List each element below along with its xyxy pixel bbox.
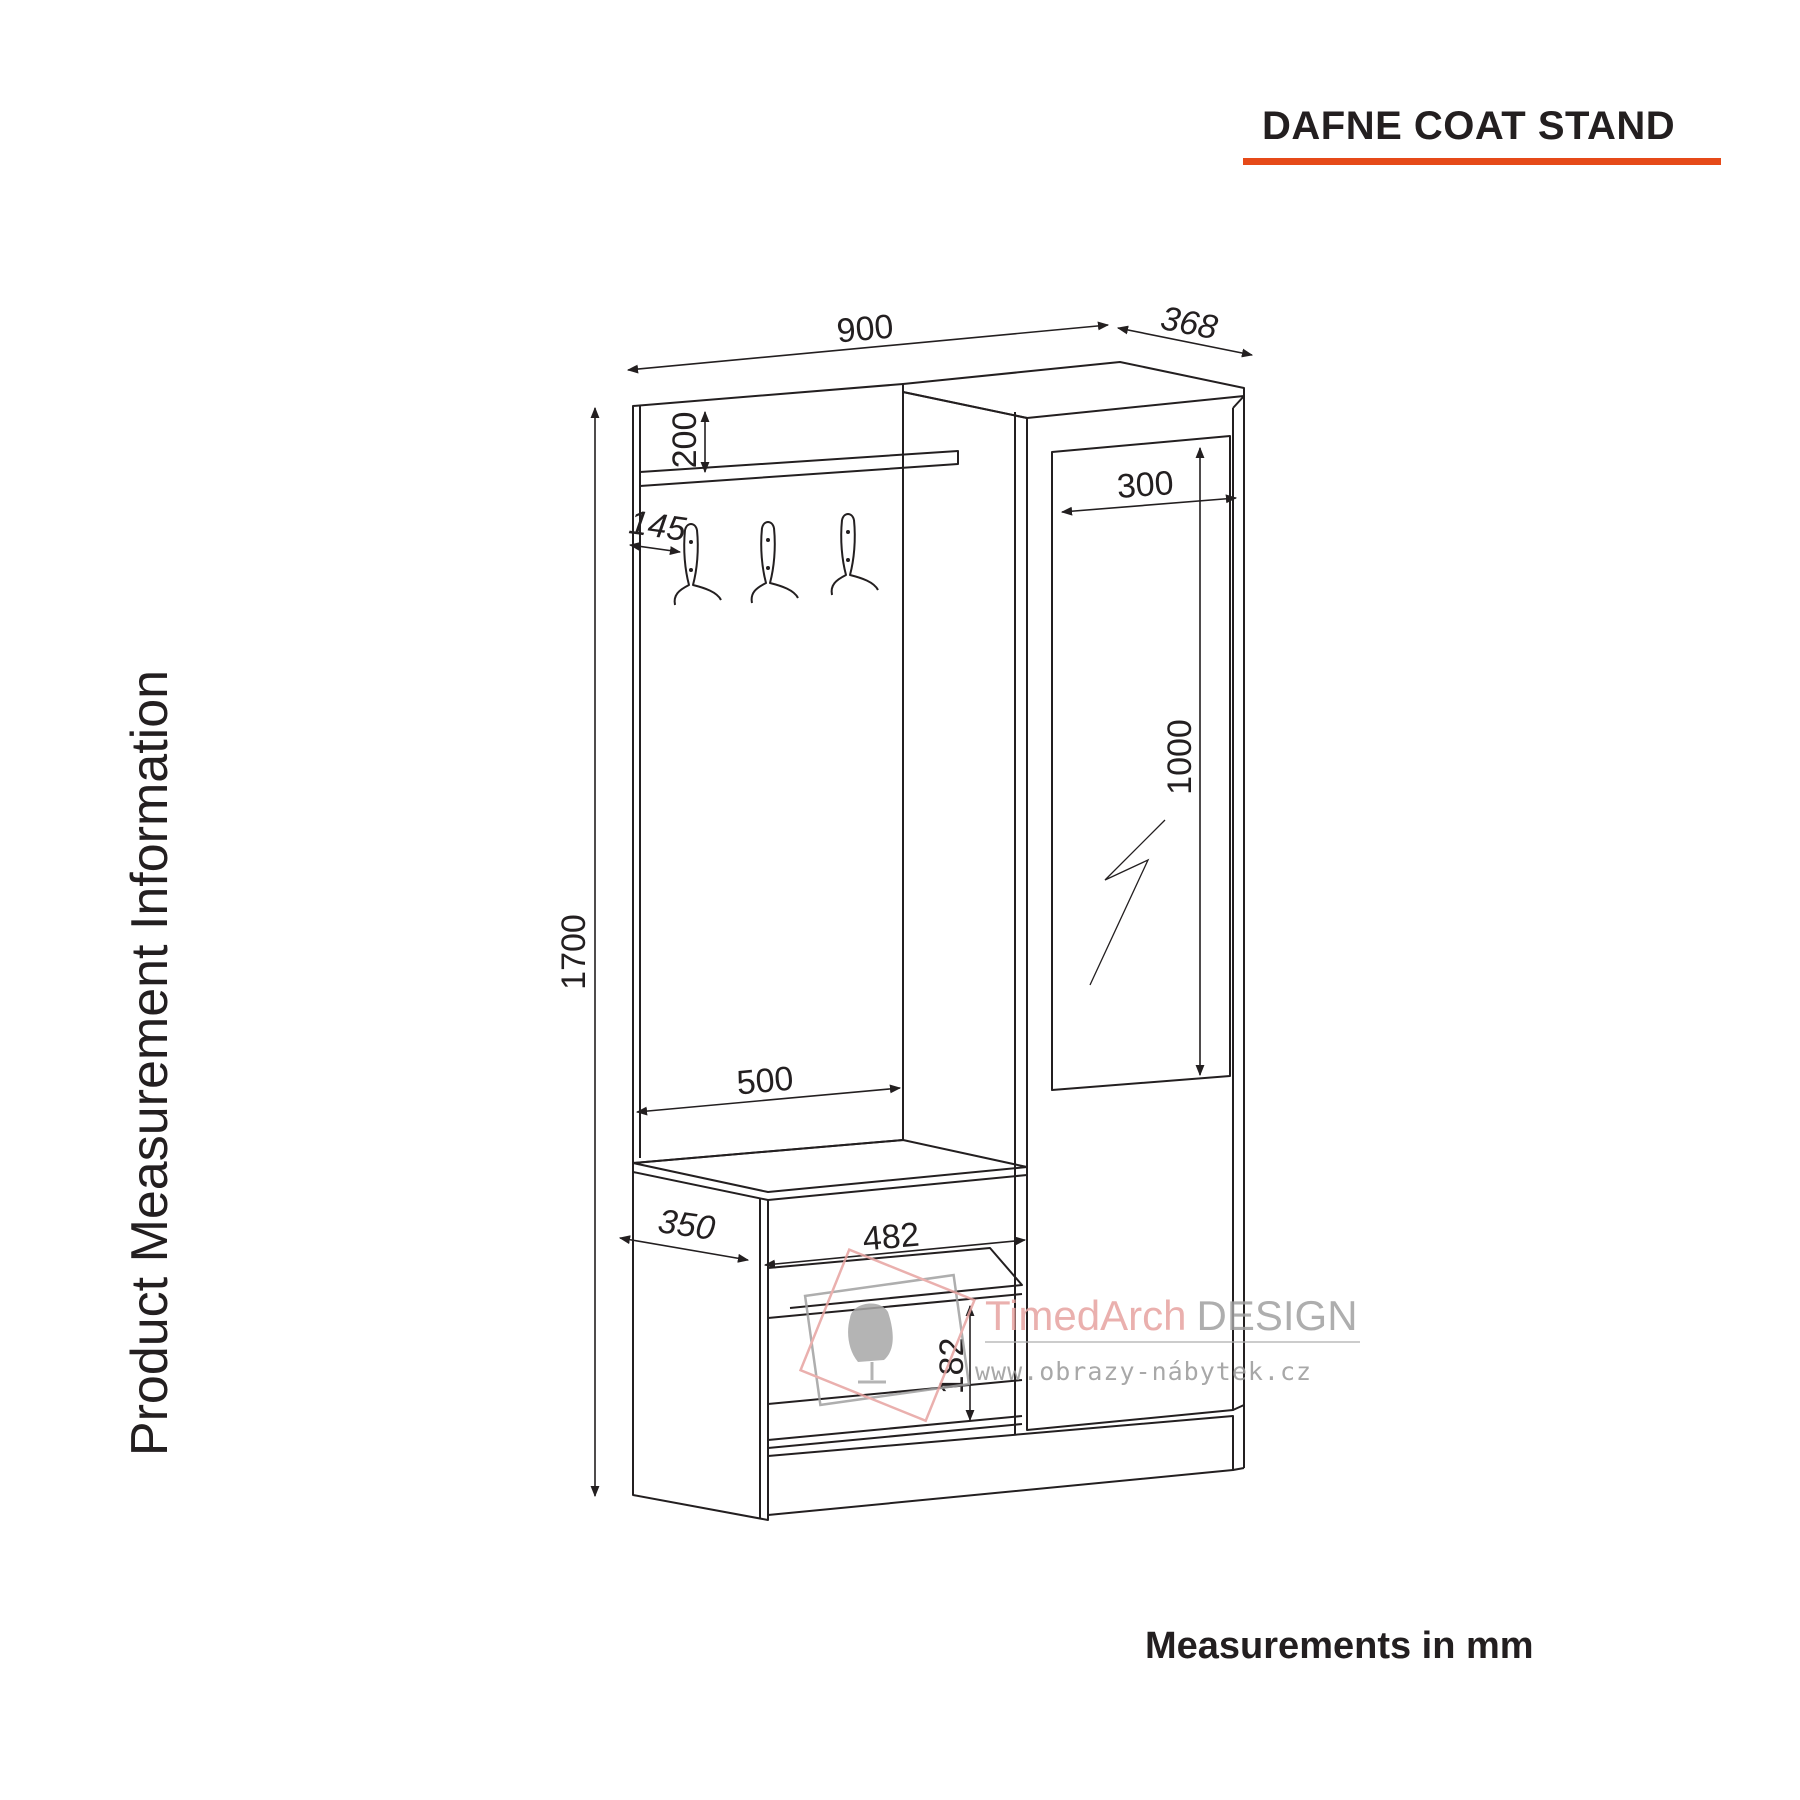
dimension-lines (590, 321, 1254, 1498)
mirror-width-label: 300 (1116, 464, 1175, 506)
bench-side (632, 1172, 769, 1521)
shoe-shelf-2 (767, 1379, 1023, 1405)
hanging-width-dimension-line (635, 1084, 902, 1116)
bench-top (632, 1139, 1028, 1193)
title-underline (1243, 158, 1721, 165)
width-dimension-line (626, 321, 1110, 374)
hook-depth-dimension-line (628, 541, 682, 556)
height-label: 1700 (555, 914, 593, 990)
hook-depth-label: 145 (627, 503, 689, 549)
hanging-width-label: 500 (735, 1060, 795, 1103)
chair-icon (848, 1303, 893, 1362)
dimension-labels: 900 368 1700 200 145 300 1000 500 350 48… (555, 299, 1221, 1394)
depth-label: 368 (1158, 299, 1221, 347)
mirror (1051, 435, 1231, 1091)
shelf-spacing-label: 200 (666, 412, 704, 469)
coat-hooks (673, 513, 879, 606)
watermark-url: www.obrazy-nábytek.cz (975, 1357, 1312, 1386)
cabinet-door (1026, 408, 1234, 1431)
width-label: 900 (835, 308, 895, 351)
plinth (767, 1415, 1234, 1516)
watermark-frame-red (798, 1248, 977, 1423)
shoe-width-label: 482 (861, 1216, 921, 1259)
shoe-width-dimension-line (763, 1236, 1027, 1269)
bench-depth-dimension-line (618, 1235, 750, 1263)
mirror-height-label: 1000 (1161, 719, 1199, 795)
top-shelf (639, 450, 959, 487)
page-title: DAFNE COAT STAND (1262, 104, 1676, 148)
coat-stand-outline (632, 361, 1245, 1521)
hook-3 (830, 513, 879, 596)
hook-2 (750, 521, 799, 604)
hook-1 (673, 523, 722, 606)
mirror-reflection-mark (1089, 819, 1166, 986)
bench-depth-label: 350 (656, 1202, 718, 1248)
units-note: Measurements in mm (1145, 1625, 1534, 1667)
cabinet-top (902, 361, 1245, 419)
mirror-width-dimension-line (1060, 494, 1238, 516)
depth-dimension-line (1116, 325, 1254, 358)
back-panel (632, 383, 904, 1164)
